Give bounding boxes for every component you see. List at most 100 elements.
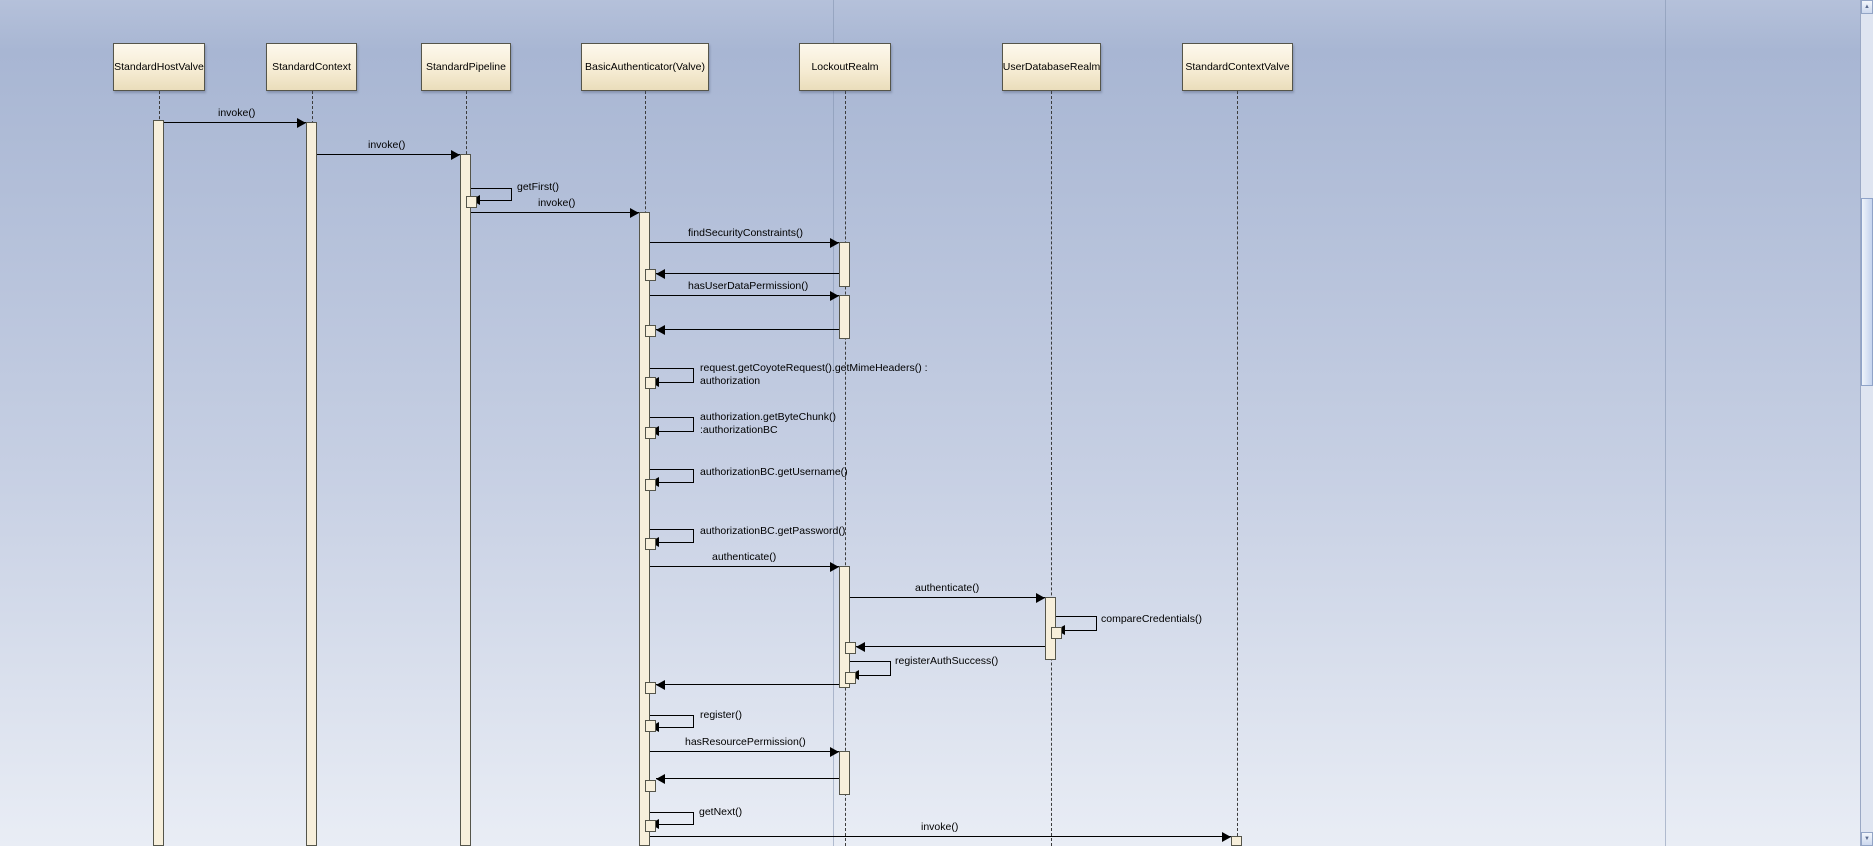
message-line-invoke-1[interactable] xyxy=(164,118,306,128)
arrowhead-icon xyxy=(830,747,839,757)
nested-activation xyxy=(645,538,656,550)
nested-activation xyxy=(845,672,856,684)
message-return-4[interactable] xyxy=(656,680,839,690)
scroll-up-icon: ▲ xyxy=(1864,4,1870,10)
message-self-registerauthsuccess[interactable] xyxy=(850,661,891,680)
message-return-2[interactable] xyxy=(656,325,839,335)
lifeline-lockoutrealm xyxy=(845,91,846,846)
participant-label: StandardHostValve xyxy=(114,61,204,73)
participant-standardhostvalve[interactable]: StandardHostValve xyxy=(113,43,205,91)
message-line-invoke-3[interactable] xyxy=(471,208,639,218)
activation-standardcontext xyxy=(306,122,317,846)
participant-userdatabaserealm[interactable]: UserDatabaseRealm xyxy=(1002,43,1101,91)
message-label[interactable]: authorizationBC.getUsername() xyxy=(700,466,848,478)
activation-standardhostvalve xyxy=(153,120,164,846)
message-return-1[interactable] xyxy=(656,269,839,279)
message-label[interactable]: getNext() xyxy=(699,806,743,818)
page-boundary-line xyxy=(833,0,834,846)
participant-label: StandardContext xyxy=(272,61,351,73)
message-line-hasresourcepermission[interactable] xyxy=(650,747,839,757)
message-label[interactable]: request.getCoyoteRequest().getMimeHeader… xyxy=(700,362,928,387)
arrowhead-icon xyxy=(630,208,639,218)
message-self-getfirst[interactable] xyxy=(471,188,512,205)
message-line-authenticate-2[interactable] xyxy=(850,593,1045,603)
activation-lockoutrealm-3 xyxy=(839,566,850,688)
message-label[interactable]: authorizationBC.getPassword() xyxy=(700,525,846,537)
arrowhead-icon xyxy=(656,680,665,690)
nested-activation xyxy=(845,642,856,654)
nested-activation xyxy=(645,479,656,491)
participant-basicauthenticator[interactable]: BasicAuthenticator(Valve) xyxy=(581,43,709,91)
participant-standardcontextvalve[interactable]: StandardContextValve xyxy=(1182,43,1293,91)
arrowhead-icon xyxy=(856,642,865,652)
message-self-getpassword[interactable] xyxy=(650,529,694,547)
nested-activation xyxy=(1051,627,1062,639)
arrowhead-icon xyxy=(656,269,665,279)
arrowhead-icon xyxy=(656,325,665,335)
activation-lockoutrealm-2 xyxy=(839,295,850,339)
message-label[interactable]: invoke() xyxy=(368,139,406,151)
nested-activation xyxy=(466,196,477,208)
message-label[interactable]: authorization.getByteChunk() :authorizat… xyxy=(700,411,836,436)
message-label[interactable]: invoke() xyxy=(921,821,959,833)
message-label[interactable]: findSecurityConstraints() xyxy=(688,227,803,239)
scroll-up-button[interactable]: ▲ xyxy=(1861,0,1873,14)
nested-activation xyxy=(645,720,656,732)
scroll-down-button[interactable]: ▼ xyxy=(1861,832,1873,846)
nested-activation xyxy=(645,820,656,832)
message-self-comparecredentials[interactable] xyxy=(1056,616,1097,635)
message-return-5[interactable] xyxy=(656,774,839,784)
arrowhead-icon xyxy=(1222,832,1231,842)
vertical-scrollbar[interactable]: ▲ ▼ xyxy=(1860,0,1873,846)
scrollbar-thumb[interactable] xyxy=(1861,198,1873,386)
participant-standardcontext[interactable]: StandardContext xyxy=(266,43,357,91)
participant-lockoutrealm[interactable]: LockoutRealm xyxy=(799,43,891,91)
message-label[interactable]: hasResourcePermission() xyxy=(685,736,806,748)
nested-activation xyxy=(645,780,656,792)
message-self-getusername[interactable] xyxy=(650,469,694,487)
participant-label: BasicAuthenticator(Valve) xyxy=(584,61,706,73)
nested-activation xyxy=(645,427,656,439)
participant-standardpipeline[interactable]: StandardPipeline xyxy=(421,43,511,91)
message-line-invoke-2[interactable] xyxy=(317,150,460,160)
participant-label: LockoutRealm xyxy=(811,61,879,73)
activation-basicauthenticator xyxy=(639,212,650,846)
scroll-down-icon: ▼ xyxy=(1864,836,1870,842)
lifeline-standardcontextvalve xyxy=(1237,91,1238,846)
activation-lockoutrealm-1 xyxy=(839,242,850,287)
message-label[interactable]: hasUserDataPermission() xyxy=(688,280,809,292)
message-line-hasuserdatapermission[interactable] xyxy=(650,291,839,301)
arrowhead-icon xyxy=(297,118,306,128)
participant-label: StandardContextValve xyxy=(1185,61,1290,73)
activation-standardpipeline xyxy=(460,154,471,846)
message-label[interactable]: invoke() xyxy=(538,197,576,209)
message-label[interactable]: getFirst() xyxy=(517,181,559,193)
message-line-findsecurityconstraints[interactable] xyxy=(650,238,839,248)
participant-label: StandardPipeline xyxy=(426,61,506,73)
page-boundary-line xyxy=(1665,0,1666,846)
nested-activation xyxy=(645,682,656,694)
message-label[interactable]: invoke() xyxy=(218,107,256,119)
arrowhead-icon xyxy=(830,291,839,301)
message-self-getmimeheaders[interactable] xyxy=(650,368,694,387)
arrowhead-icon xyxy=(1036,593,1045,603)
message-self-getbytechunk[interactable] xyxy=(650,417,694,436)
message-label[interactable]: authenticate() xyxy=(712,551,777,563)
lifeline-userdatabaserealm xyxy=(1051,91,1052,846)
nested-activation xyxy=(645,377,656,389)
arrowhead-icon xyxy=(830,238,839,248)
message-self-register[interactable] xyxy=(650,715,694,732)
message-label[interactable]: compareCredentials() xyxy=(1101,613,1202,625)
participant-label: UserDatabaseRealm xyxy=(1002,61,1101,73)
arrowhead-icon xyxy=(451,150,460,160)
message-label[interactable]: authenticate() xyxy=(915,582,980,594)
message-self-getnext[interactable] xyxy=(650,812,694,829)
message-label[interactable]: register() xyxy=(700,709,743,721)
activation-standardcontextvalve xyxy=(1231,836,1242,846)
nested-activation xyxy=(645,269,656,281)
message-return-3[interactable] xyxy=(856,642,1045,652)
message-label[interactable]: registerAuthSuccess() xyxy=(895,655,999,667)
message-line-authenticate-1[interactable] xyxy=(650,562,839,572)
message-line-invoke-4[interactable] xyxy=(650,832,1231,842)
